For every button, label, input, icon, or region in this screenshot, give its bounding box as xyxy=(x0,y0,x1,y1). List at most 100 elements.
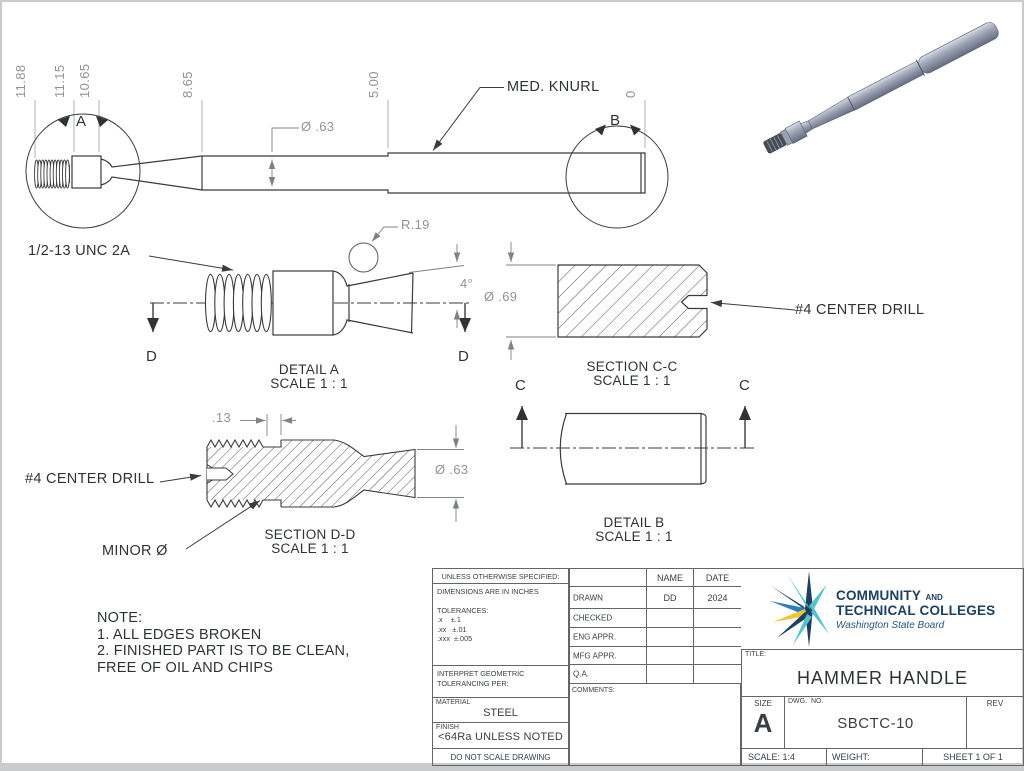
row-name xyxy=(646,647,693,664)
logo-and: AND xyxy=(925,593,943,602)
row-date: 2024 xyxy=(693,587,741,608)
row-date xyxy=(693,609,741,627)
note-line: NOTE: xyxy=(97,610,143,626)
tolerance-xx: .xx ±.01 xyxy=(437,624,467,634)
tolerance-xxx: .xxx ±.005 xyxy=(437,634,473,643)
tolerance-x: .x ±.1 xyxy=(437,615,461,624)
ordinate-dim: 11.88 xyxy=(13,64,28,98)
general-notes: NOTE: 1. ALL EDGES BROKEN 2. FINISHED PA… xyxy=(97,610,349,676)
title-label: TITLE: xyxy=(745,651,767,658)
approval-row-drawn: DRAWN DD 2024 xyxy=(569,587,741,609)
knurl-callout: MED. KNURL xyxy=(507,79,600,95)
date-header: DATE xyxy=(693,569,741,586)
row-date xyxy=(693,628,741,646)
detail-a-scale: SCALE 1 : 1 xyxy=(270,376,348,391)
material-value: STEEL xyxy=(483,707,518,719)
section-cc-scale: SCALE 1 : 1 xyxy=(593,373,671,388)
shaft-diameter-dim: Ø .63 xyxy=(301,119,335,134)
interpret-line1: INTERPRET GEOMETRIC xyxy=(437,669,525,678)
approval-row-checked: CHECKED xyxy=(569,609,741,628)
note-line: 2. FINISHED PART IS TO BE CLEAN, xyxy=(97,643,350,659)
center-drill-callout: #4 CENTER DRILL xyxy=(795,302,925,318)
note-line: FREE OF OIL AND CHIPS xyxy=(97,659,274,676)
ordinate-dim: 8.65 xyxy=(180,71,195,98)
relief-width-dim: .13 xyxy=(212,410,231,425)
finish-label: FINISH xyxy=(436,724,459,731)
rev-cell: REV xyxy=(966,696,1023,748)
row-label: MFG APPR. xyxy=(573,651,617,660)
approval-row-mfg: MFG APPR. xyxy=(569,647,741,665)
tolerances-heading: TOLERANCES: xyxy=(437,605,489,615)
row-name xyxy=(646,609,693,627)
section-d-marker: D xyxy=(458,348,470,365)
section-dd-lines xyxy=(159,414,464,550)
section-dd-title: SECTION D-D xyxy=(264,527,356,542)
interpret-line2: TOLERANCING PER: xyxy=(437,678,509,688)
section-c-marker: C xyxy=(739,377,751,394)
logo-board: Washington State Board xyxy=(836,620,945,631)
iso-render xyxy=(763,22,999,154)
detail-b-marker: B xyxy=(610,112,621,129)
dwg-number: SBCTC-10 xyxy=(837,715,914,732)
approval-row-qa: Q.A. xyxy=(569,665,741,684)
title-cell: TITLE: HAMMER HANDLE xyxy=(741,649,1023,696)
comments-cell: COMMENTS: xyxy=(569,684,741,765)
detail-a-lines xyxy=(147,226,472,336)
section-d-marker: D xyxy=(146,348,158,365)
comments-label: COMMENTS: xyxy=(572,687,615,694)
row-label: ENG APPR. xyxy=(573,632,617,642)
fillet-radius-dim: R.19 xyxy=(401,217,430,232)
logo-text: COMMUNITY AND TECHNICAL COLLEGES Washing… xyxy=(836,589,995,632)
ordinate-dim: 10.65 xyxy=(77,63,92,98)
part-title: HAMMER HANDLE xyxy=(796,668,969,688)
note-line: 1. ALL EDGES BROKEN xyxy=(97,626,262,643)
size-label: SIZE xyxy=(754,699,772,708)
minor-dia-callout: MINOR Ø xyxy=(102,543,168,559)
logo-community: COMMUNITY xyxy=(836,588,922,603)
section-cc-title: SECTION C-C xyxy=(586,359,678,374)
finish-cell: FINISH <64Ra UNLESS NOTED xyxy=(433,723,569,749)
name-header: NAME xyxy=(646,569,693,586)
row-name xyxy=(646,665,693,683)
thread-callout: 1/2-13 UNC 2A xyxy=(28,243,131,259)
finish-value: <64Ra UNLESS NOTED xyxy=(438,731,563,743)
logo-cell: COMMUNITY AND TECHNICAL COLLEGES Washing… xyxy=(741,569,1023,649)
material-label: MATERIAL xyxy=(436,699,471,706)
interpret-geometric: INTERPRET GEOMETRIC TOLERANCING PER: xyxy=(433,666,569,698)
scale-cell: SCALE: 1:4 xyxy=(741,748,826,765)
unless-otherwise-specified: UNLESS OTHERWISE SPECIFIED: xyxy=(433,569,569,584)
detail-b-lines xyxy=(510,406,757,485)
ordinate-dim: 11.15 xyxy=(52,64,67,98)
main-view-lines xyxy=(25,87,669,229)
row-date xyxy=(693,665,741,683)
section-cc-diameter-dim: Ø .69 xyxy=(484,289,518,304)
dwg-no-cell: DWG. NO. SBCTC-10 xyxy=(784,696,966,748)
weight-cell: WEIGHT: xyxy=(826,748,922,765)
section-c-marker: C xyxy=(515,377,527,394)
detail-a-marker: A xyxy=(76,113,87,130)
section-dd-diameter-dim: Ø .63 xyxy=(435,462,469,477)
detail-a-title: DETAIL A xyxy=(278,362,340,377)
ordinate-dim: 0 xyxy=(623,90,638,98)
section-dd-scale: SCALE 1 : 1 xyxy=(271,541,349,556)
taper-angle-dim: 4° xyxy=(460,276,474,291)
dims-in-inches: DIMENSIONS ARE IN INCHES xyxy=(437,587,539,596)
material-cell: MATERIAL STEEL xyxy=(433,698,569,723)
section-cc-lines xyxy=(506,242,796,360)
dwg-label: DWG. NO. xyxy=(788,698,824,705)
tolerances-block: DIMENSIONS ARE IN INCHES TOLERANCES: .x … xyxy=(433,584,569,666)
do-not-scale: DO NOT SCALE DRAWING xyxy=(433,749,569,765)
rev-label: REV xyxy=(986,699,1004,708)
approvals-header-row: NAME DATE xyxy=(569,569,741,587)
row-name xyxy=(646,628,693,646)
row-label: DRAWN xyxy=(573,593,603,602)
size-cell: SIZE A xyxy=(741,696,784,748)
approval-row-eng: ENG APPR. xyxy=(569,628,741,647)
sheet-cell: SHEET 1 OF 1 xyxy=(922,748,1023,765)
title-block: UNLESS OTHERWISE SPECIFIED: DIMENSIONS A… xyxy=(432,568,1024,766)
size-value: A xyxy=(753,708,773,738)
row-label: Q.A. xyxy=(573,669,590,679)
